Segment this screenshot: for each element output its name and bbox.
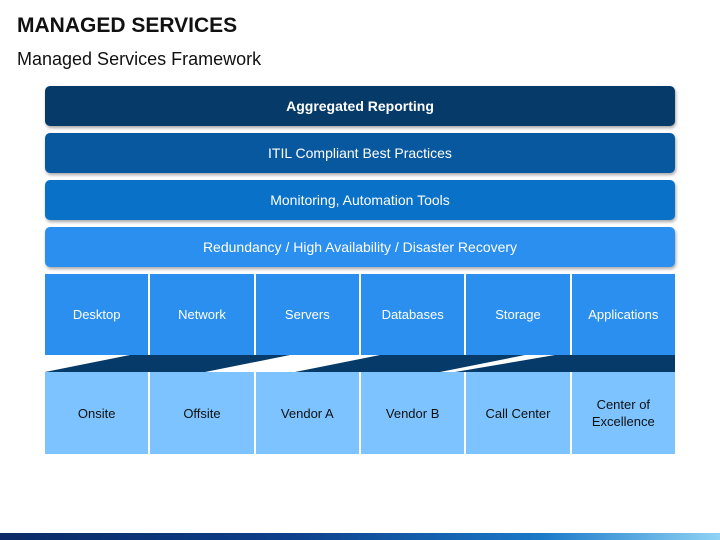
- connector-shape-right: [455, 355, 675, 372]
- delivery-cell-call-center: Call Center: [466, 372, 570, 454]
- layer-aggregated-reporting: Aggregated Reporting: [45, 86, 675, 126]
- delivery-cell-vendor-b: Vendor B: [360, 372, 465, 454]
- infra-cell-storage: Storage: [466, 274, 570, 355]
- slide-subtitle: Managed Services Framework: [17, 49, 262, 69]
- infrastructure-row: Desktop Network Servers Databases Storag…: [45, 274, 675, 355]
- layer-monitoring-tools: Monitoring, Automation Tools: [45, 180, 675, 220]
- connector-shape-middle: [295, 355, 525, 372]
- infra-cell-applications: Applications: [571, 274, 675, 355]
- delivery-cell-offsite: Offsite: [150, 372, 254, 454]
- infra-cell-servers: Servers: [255, 274, 359, 355]
- connector-band: [45, 355, 675, 372]
- footer-gradient-bar: [0, 533, 720, 540]
- delivery-cell-onsite: Onsite: [45, 372, 149, 454]
- layer-redundancy: Redundancy / High Availability / Disaste…: [45, 227, 675, 267]
- infra-cell-network: Network: [150, 274, 254, 355]
- connector-shape-left: [45, 355, 290, 372]
- infra-cell-databases: Databases: [360, 274, 465, 355]
- delivery-cell-vendor-a: Vendor A: [255, 372, 359, 454]
- delivery-cell-center-of-excellence: Center of Excellence: [571, 372, 675, 454]
- layer-itil-practices: ITIL Compliant Best Practices: [45, 133, 675, 173]
- infra-cell-desktop: Desktop: [45, 274, 149, 355]
- slide-title: MANAGED SERVICES: [17, 14, 238, 37]
- delivery-row: Onsite Offsite Vendor A Vendor B Call Ce…: [45, 372, 675, 454]
